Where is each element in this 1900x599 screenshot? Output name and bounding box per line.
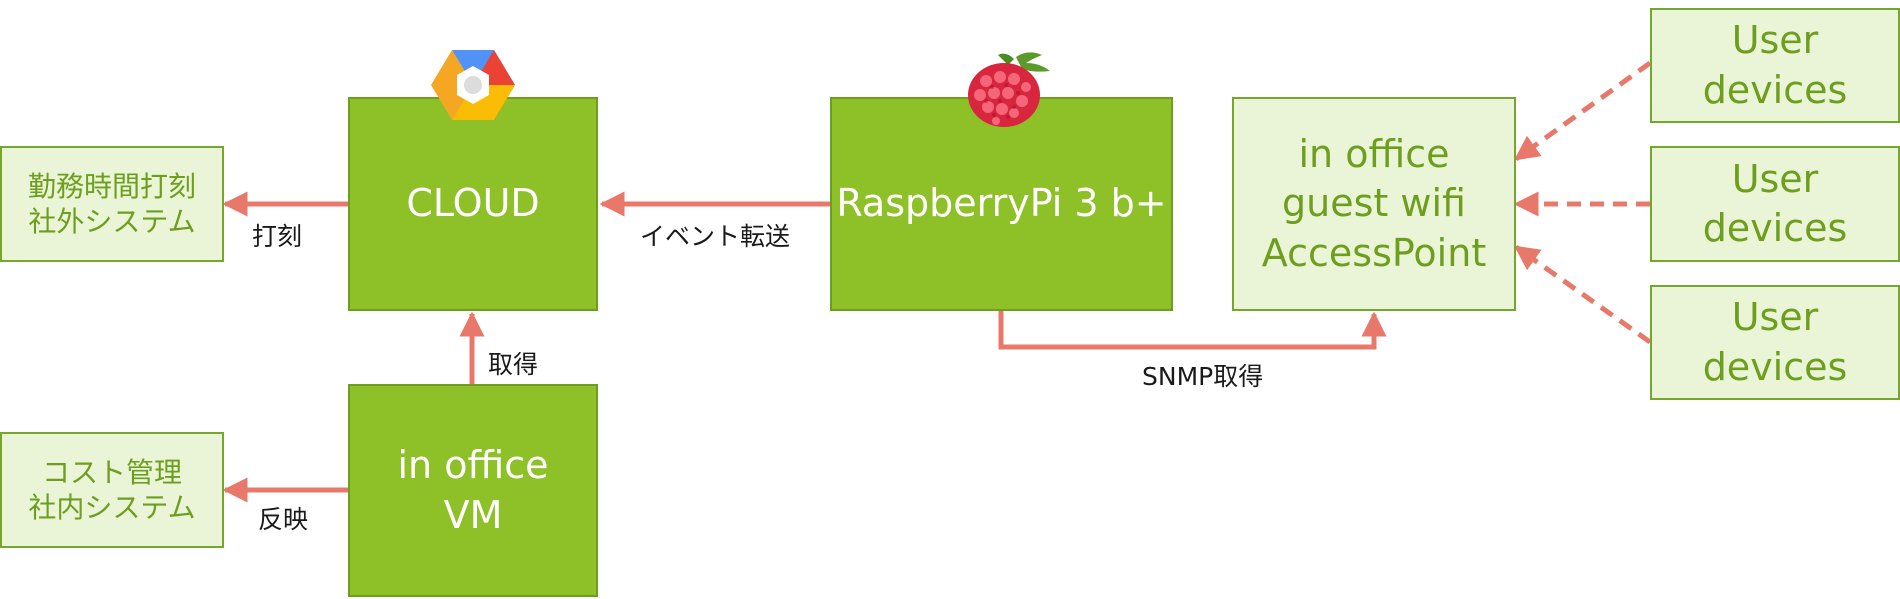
- arrow-snmp: [998, 311, 1387, 350]
- ap-line-1: in office: [1298, 131, 1450, 176]
- user-devices-2-line-2: devices: [1702, 206, 1848, 250]
- cloud-label: CLOUD: [406, 181, 540, 226]
- user-devices-3-line-1: User: [1731, 295, 1819, 340]
- user-devices-box-2: User devices: [1650, 146, 1900, 262]
- cloud-box: CLOUD: [348, 97, 598, 311]
- edge-label-stamp: 打刻: [252, 222, 303, 251]
- vm-line-1: in office: [397, 443, 549, 488]
- cost-line-1: コスト管理: [41, 456, 182, 489]
- cost-system-box: コスト管理 社内システム: [0, 432, 224, 548]
- user-devices-2-line-1: User: [1731, 156, 1819, 201]
- arrow-user3-to-ap: [1513, 244, 1652, 345]
- ap-line-2: guest wifi: [1282, 181, 1466, 226]
- edge-label-snmp: SNMP取得: [1142, 362, 1264, 391]
- user-devices-box-3: User devices: [1650, 285, 1900, 400]
- user-devices-1-line-1: User: [1731, 18, 1819, 63]
- vm-line-2: VM: [443, 492, 503, 537]
- edge-label-event-forward: イベント転送: [640, 222, 791, 251]
- raspberry-icon: [968, 52, 1050, 127]
- arrow-user1-to-ap: [1513, 60, 1652, 162]
- ap-line-3: AccessPoint: [1261, 230, 1487, 275]
- raspberry-box: RaspberryPi 3 b+: [830, 97, 1173, 311]
- google-cloud-icon: [431, 50, 515, 120]
- attendance-line-2: 社外システム: [28, 205, 196, 238]
- access-point-box: in office guest wifi AccessPoint: [1232, 97, 1516, 311]
- cost-line-2: 社内システム: [28, 491, 196, 524]
- edge-label-acquire: 取得: [488, 350, 539, 379]
- edge-label-reflect: 反映: [258, 505, 309, 534]
- user-devices-3-line-2: devices: [1702, 344, 1848, 389]
- raspberry-label: RaspberryPi 3 b+: [836, 181, 1167, 226]
- attendance-line-1: 勤務時間打刻: [27, 170, 196, 203]
- user-devices-1-line-2: devices: [1702, 67, 1848, 112]
- attendance-system-box: 勤務時間打刻 社外システム: [0, 146, 224, 262]
- vm-box: in office VM: [348, 384, 598, 597]
- user-devices-box-1: User devices: [1650, 8, 1900, 123]
